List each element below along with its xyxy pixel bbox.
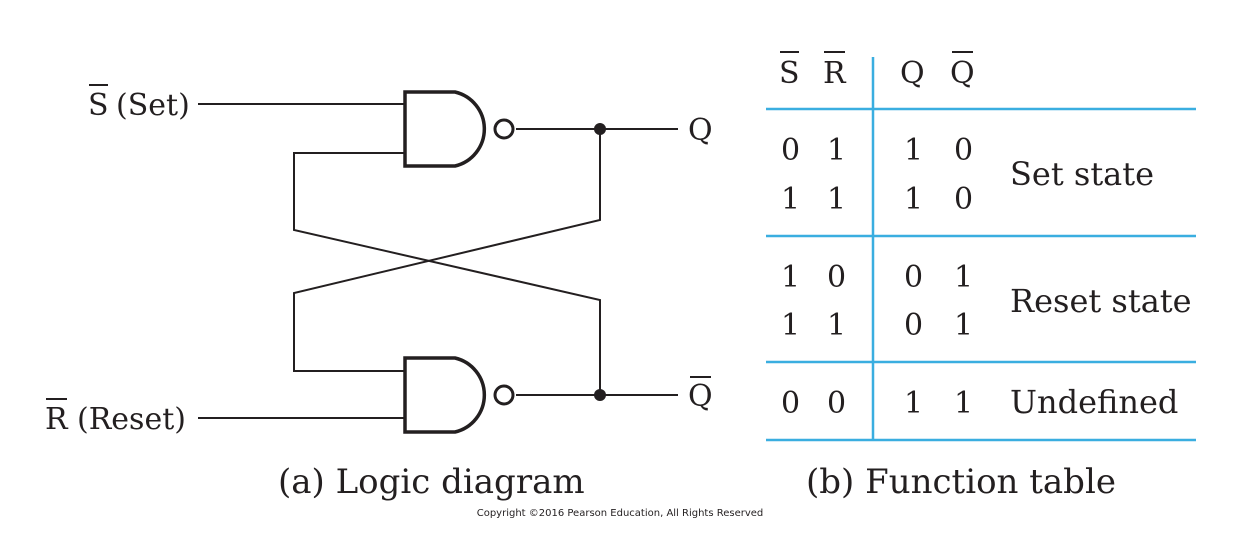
cell-s: 1 [781, 260, 800, 295]
nand-gate-top-body [403, 90, 487, 168]
cell-r: 1 [827, 182, 846, 217]
input-r-suffix: (Reset) [77, 402, 186, 437]
input-r-letter: R [45, 402, 69, 437]
input-s-label: S (Set) [88, 84, 190, 123]
header-r: R [823, 56, 847, 91]
cell-q: 0 [904, 308, 923, 343]
cell-r: 0 [827, 386, 846, 421]
cell-q: 1 [904, 386, 923, 421]
function-table-caption: (b) Function table [806, 462, 1116, 502]
cell-q: 1 [904, 182, 923, 217]
table-row: 0 1 1 0 [781, 133, 973, 168]
cell-r: 0 [827, 260, 846, 295]
table-row: 1 0 0 1 [781, 260, 973, 295]
nand-gate-bottom-bubble [493, 384, 515, 406]
cell-q: 0 [904, 260, 923, 295]
cell-q: 1 [904, 133, 923, 168]
table-group-undefined: 0 0 1 1 Undefined [781, 383, 1178, 421]
cell-r: 1 [827, 308, 846, 343]
table-group-set: 0 1 1 0 1 1 1 0 Set state [781, 133, 1154, 217]
output-qbar-letter: Q [688, 379, 713, 414]
cell-qbar: 1 [954, 260, 973, 295]
table-group-reset: 1 0 0 1 1 1 0 1 Reset state [781, 260, 1192, 343]
state-label-reset: Reset state [1010, 282, 1192, 320]
cell-qbar: 0 [954, 133, 973, 168]
cell-r: 1 [827, 133, 846, 168]
nand-gate-top [403, 90, 515, 168]
state-label-undefined: Undefined [1010, 383, 1178, 421]
nand-gate-bottom-body [403, 356, 487, 434]
input-r-label: R (Reset) [45, 398, 186, 437]
cell-s: 0 [781, 133, 800, 168]
header-qbar: Q [950, 56, 975, 91]
table-row: 1 1 1 0 [781, 182, 973, 217]
logic-diagram-caption: (a) Logic diagram [278, 462, 585, 502]
input-s-suffix: (Set) [116, 88, 190, 123]
state-label-set: Set state [1010, 155, 1154, 193]
table-row: 0 0 1 1 [781, 386, 973, 421]
junction-dot-qbar [594, 389, 606, 401]
table-header: S R Q Q [779, 51, 975, 91]
output-qbar-label: Q [688, 376, 713, 414]
cell-s: 0 [781, 386, 800, 421]
cell-s: 1 [781, 308, 800, 343]
feedback-wire-q-to-bottom [293, 129, 601, 372]
function-table: S R Q Q 0 1 1 0 1 1 1 0 [766, 51, 1196, 502]
input-s-letter: S [88, 88, 109, 123]
cell-s: 1 [781, 182, 800, 217]
output-q-label: Q [688, 113, 713, 148]
cell-qbar: 0 [954, 182, 973, 217]
header-q: Q [900, 56, 925, 91]
cell-qbar: 1 [954, 386, 973, 421]
copyright-notice: Copyright ©2016 Pearson Education, All R… [477, 508, 764, 519]
logic-diagram: S (Set) R (Reset) Q [45, 84, 713, 502]
nand-gate-bottom [403, 356, 515, 434]
nand-gate-top-bubble [493, 118, 515, 140]
junction-dot-q [594, 123, 606, 135]
feedback-wire-qbar-to-top [293, 152, 601, 395]
table-row: 1 1 0 1 [781, 308, 973, 343]
header-s: S [779, 56, 800, 91]
cell-qbar: 1 [954, 308, 973, 343]
